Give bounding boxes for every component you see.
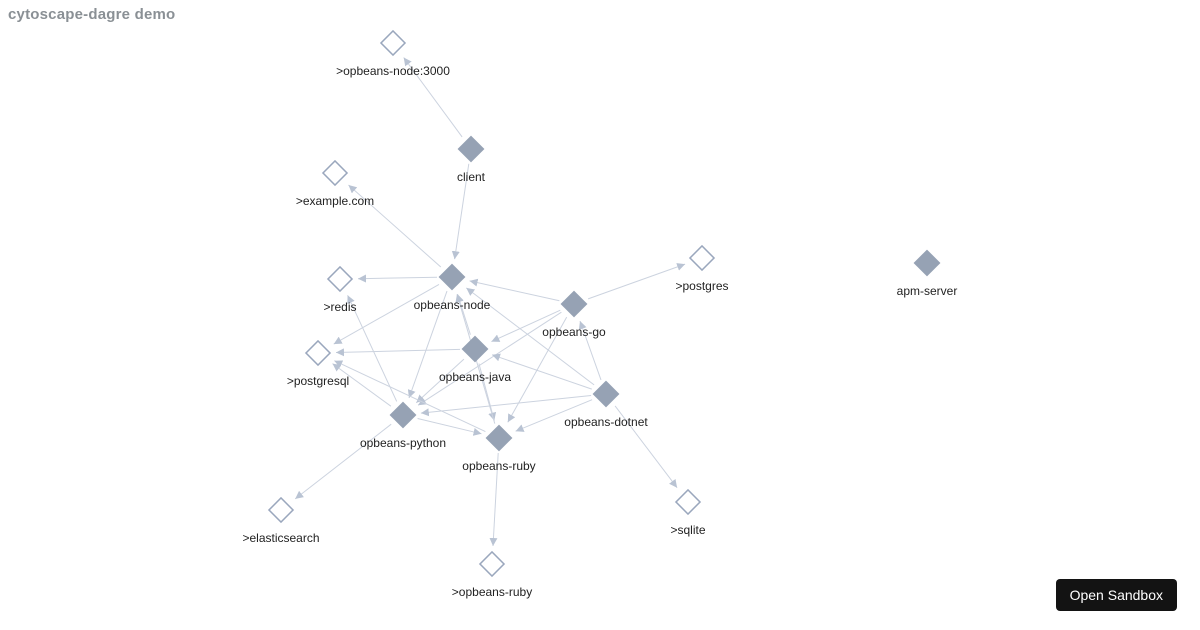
service-diamond-icon[interactable]	[592, 380, 620, 408]
graph-node-opbeans-python[interactable]: opbeans-python	[360, 401, 446, 450]
graph-node-opbeans-dotnet[interactable]: opbeans-dotnet	[564, 380, 648, 429]
graph-node-opbeans-ruby-ext[interactable]: >opbeans-ruby	[452, 550, 532, 599]
graph-node-label-redis: >redis	[323, 300, 356, 314]
graph-edge-opbeans-node-to-opbeans-python	[407, 290, 448, 399]
graph-edge-opbeans-go-to-opbeans-python	[417, 311, 562, 406]
graph-node-label-opbeans-ruby-ext: >opbeans-ruby	[452, 585, 532, 599]
graph-node-label-opbeans-ruby: opbeans-ruby	[462, 459, 535, 473]
graph-node-redis[interactable]: >redis	[323, 265, 357, 314]
graph-node-postgresql[interactable]: >postgresql	[287, 339, 349, 388]
external-diamond-icon[interactable]	[379, 29, 407, 57]
graph-edge-opbeans-dotnet-to-opbeans-node	[465, 287, 595, 386]
graph-node-label-opbeans-node: opbeans-node	[414, 298, 491, 312]
graph-node-opbeans-go[interactable]: opbeans-go	[542, 290, 606, 339]
external-diamond-icon[interactable]	[326, 265, 354, 293]
external-diamond-icon[interactable]	[674, 488, 702, 516]
graph-edge-opbeans-go-to-opbeans-node	[469, 278, 560, 302]
graph-node-label-apm-server: apm-server	[897, 284, 958, 298]
graph-edge-opbeans-java-to-opbeans-ruby	[478, 363, 497, 421]
graph-node-example[interactable]: >example.com	[296, 159, 374, 208]
graph-node-label-sqlite: >sqlite	[670, 523, 705, 537]
graph-node-label-client: client	[457, 170, 486, 184]
node-layer: >opbeans-node:3000 client >example.com opbe…	[242, 29, 958, 599]
graph-edge-opbeans-go-to-opbeans-ruby	[507, 316, 568, 423]
graph-edge-opbeans-java-to-opbeans-python	[415, 358, 465, 404]
service-diamond-icon[interactable]	[438, 263, 466, 291]
graph-node-sqlite[interactable]: >sqlite	[670, 488, 706, 537]
external-diamond-icon[interactable]	[321, 159, 349, 187]
page-title: cytoscape-dagre demo	[8, 6, 176, 23]
service-diamond-icon[interactable]	[461, 335, 489, 363]
graph-edge-opbeans-python-to-elasticsearch	[294, 423, 392, 500]
graph-node-opbeans-java[interactable]: opbeans-java	[439, 335, 511, 384]
graph-node-label-opbeans-go: opbeans-go	[542, 325, 606, 339]
edge-layer	[294, 57, 686, 547]
external-diamond-icon[interactable]	[267, 496, 295, 524]
external-diamond-icon[interactable]	[478, 550, 506, 578]
graph-node-label-postgres: >postgres	[675, 279, 728, 293]
graph-node-node3000[interactable]: >opbeans-node:3000	[336, 29, 450, 78]
graph-edge-opbeans-dotnet-to-opbeans-python	[420, 395, 592, 417]
graph-node-label-node3000: >opbeans-node:3000	[336, 64, 450, 78]
service-diamond-icon[interactable]	[457, 135, 485, 163]
graph-edge-opbeans-dotnet-to-sqlite	[614, 405, 678, 489]
graph-edge-client-to-node3000	[403, 57, 463, 138]
graph-edge-opbeans-java-to-postgresql	[335, 348, 461, 357]
graph-node-elasticsearch[interactable]: >elasticsearch	[242, 496, 320, 545]
graph-edge-opbeans-node-to-redis	[357, 274, 438, 283]
graph-edge-opbeans-dotnet-to-opbeans-go	[578, 320, 602, 381]
graph-edge-opbeans-ruby-to-opbeans-ruby-ext	[489, 452, 499, 547]
graph-edge-opbeans-python-to-postgresql	[332, 363, 392, 407]
graph-node-label-opbeans-python: opbeans-python	[360, 436, 446, 450]
graph-node-label-opbeans-dotnet: opbeans-dotnet	[564, 415, 648, 429]
graph-node-label-example: >example.com	[296, 194, 374, 208]
graph-edge-opbeans-node-to-postgresql	[333, 283, 440, 345]
graph-edge-opbeans-node-to-example	[348, 184, 442, 268]
graph-node-label-elasticsearch: >elasticsearch	[242, 531, 319, 545]
graph-node-label-opbeans-java: opbeans-java	[439, 370, 511, 384]
service-diamond-icon[interactable]	[913, 249, 941, 277]
graph-node-postgres[interactable]: >postgres	[675, 244, 729, 293]
graph-node-apm-server[interactable]: apm-server	[897, 249, 958, 298]
graph-node-label-postgresql: >postgresql	[287, 374, 349, 388]
service-diamond-icon[interactable]	[485, 424, 513, 452]
graph-edge-opbeans-dotnet-to-opbeans-java	[491, 353, 592, 390]
graph-edge-opbeans-go-to-opbeans-java	[491, 309, 561, 343]
graph-edge-opbeans-ruby-to-postgresql	[334, 360, 486, 433]
graph-edge-opbeans-python-to-redis	[347, 295, 398, 402]
service-diamond-icon[interactable]	[560, 290, 588, 318]
graph-edge-opbeans-dotnet-to-opbeans-ruby	[515, 399, 593, 432]
graph-edge-client-to-opbeans-node	[451, 163, 470, 260]
open-sandbox-button[interactable]: Open Sandbox	[1055, 579, 1177, 611]
graph-edge-opbeans-python-to-opbeans-ruby	[417, 418, 482, 436]
external-diamond-icon[interactable]	[688, 244, 716, 272]
external-diamond-icon[interactable]	[304, 339, 332, 367]
graph-node-opbeans-node[interactable]: opbeans-node	[414, 263, 491, 312]
graph-edge-opbeans-go-to-postgres	[587, 263, 686, 300]
service-diamond-icon[interactable]	[389, 401, 417, 429]
graph-node-client[interactable]: client	[457, 135, 486, 184]
